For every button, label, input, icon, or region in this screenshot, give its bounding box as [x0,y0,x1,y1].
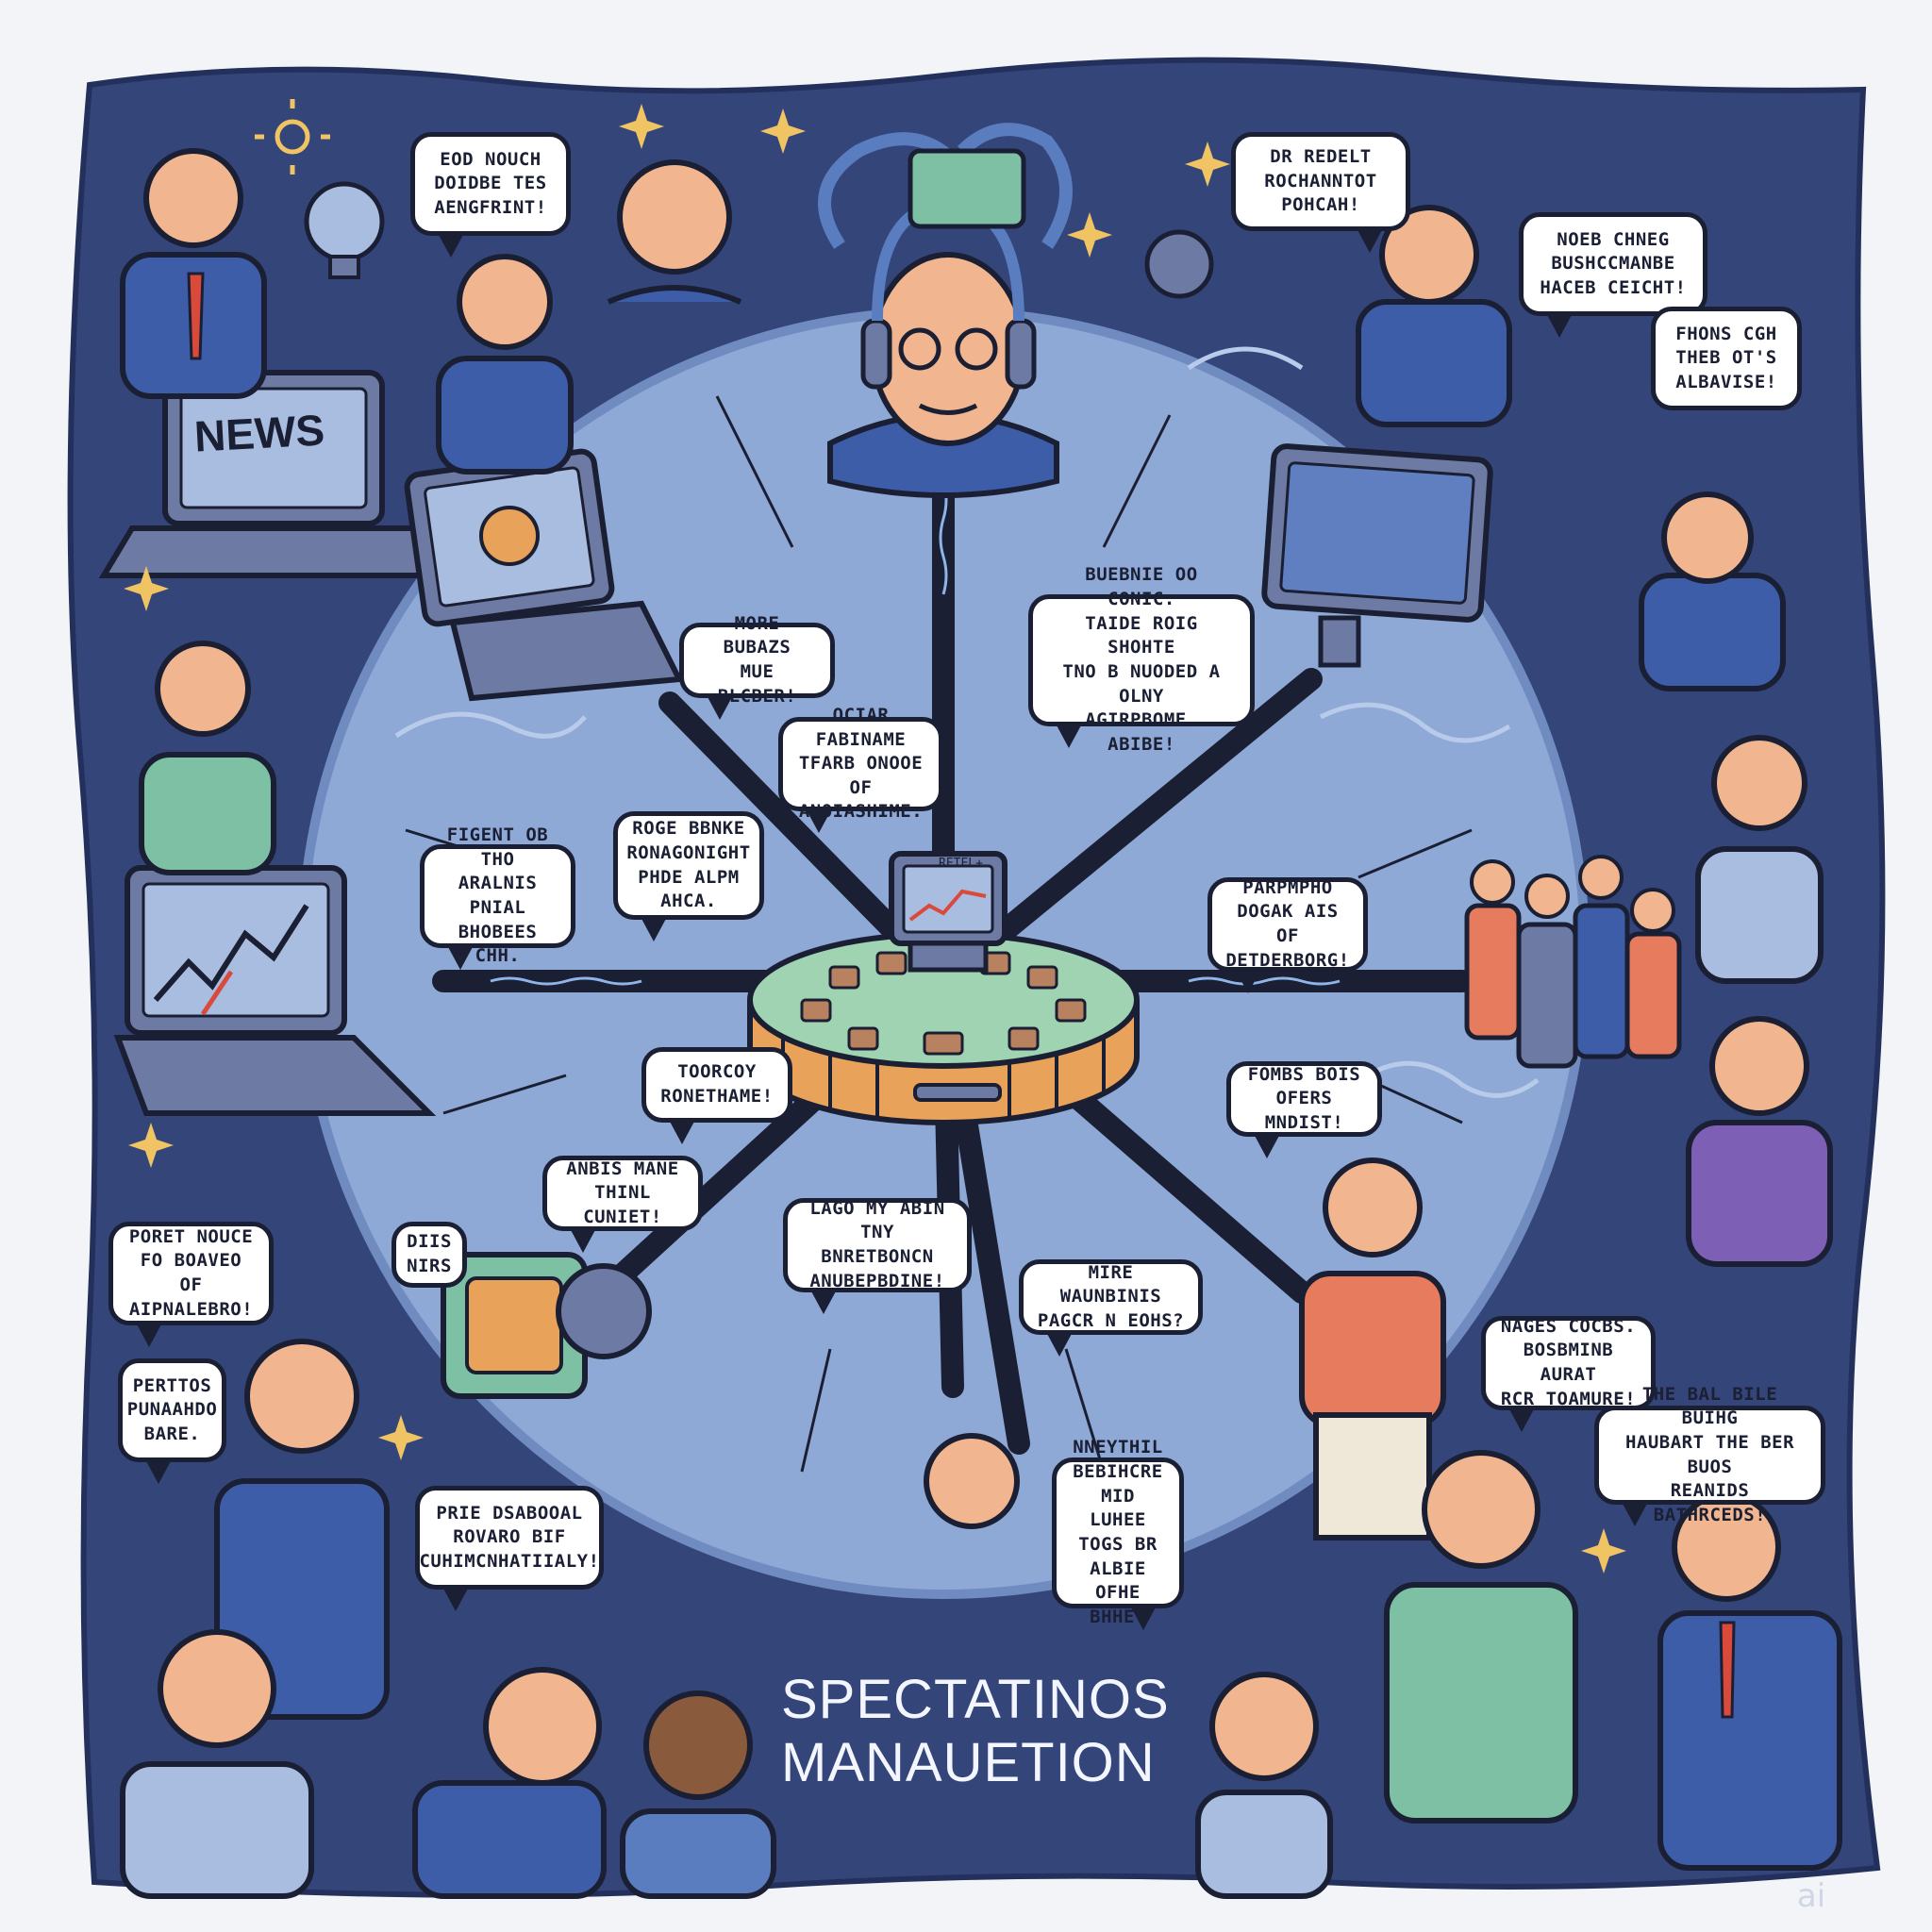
speech-bubble: TOORCOY RONETHAME! [641,1047,792,1144]
laptop-icon [98,370,449,578]
speech-bubble: DR REDELT ROCHANNTOT POHCAH! [1231,132,1410,253]
speech-bubble: FIGENT OB THO ARALNIS PNIAL BHOBEES CHH. [420,824,575,970]
cloud-doodle [1366,1060,1540,1098]
star-icon [124,104,1626,1574]
person-boy-bottom-left [120,1629,314,1899]
speech-bubble: ROGE BBNKE RONAGONIGHT PHDE ALPM AHCA. [613,811,764,941]
title-line-2: MANAUETION [781,1732,1156,1794]
speech-bubble: PARPMPHO DOGAK AIS OF DETDERBORG! [1208,877,1368,993]
speech-bubble: OCIAR FABINAME TFARB ONOOE OF ANOIASHIME… [778,705,943,833]
speech-bubble: ANBIS MANE THINL CUNIET! [542,1156,703,1253]
title: SPECTATINOS MANAUETION [781,1668,1196,1795]
cloud-doodle [394,711,587,739]
person-older-man [607,159,742,305]
person-anchor-top-left [120,148,267,399]
headset-operator [818,123,1214,498]
person-man-bottom-right [1657,1492,1842,1871]
person-woman-top-right [1356,205,1512,427]
person-man-right [1639,491,1786,691]
person-woman-right [1695,735,1824,984]
speech-bubble: DIIS NIRS [391,1222,467,1288]
sun-icon [255,99,330,175]
laptop-screen-news-label: NEWS [192,405,326,461]
cloud-doodle [1319,702,1511,743]
person-woman-green [1384,1450,1578,1824]
watermark-logo: ai [1796,1877,1826,1915]
person-man-bottom [412,1667,607,1899]
person-woman-bottom-right [1195,1672,1333,1899]
person-woman-center-bottom [924,1433,1020,1529]
speech-bubble: FHONS CGH THEB OT'S ALBAVISE! [1651,307,1802,410]
speech-bubble: BUEBNIE OO CONIC. TAIDE ROIG SHOHTE TNO … [1028,564,1255,755]
title-line-1: SPECTATINOS [781,1669,1170,1730]
speech-bubble: NAGES COCBS. BOSBMINB AURAT RCR TOAMURE! [1481,1316,1656,1432]
speech-bubble: NNEYTHIL BEBIHCRE MID LUHEE TOGS BR ALBI… [1052,1437,1184,1630]
crowd-group [1464,855,1682,1069]
lightbulb-icon [304,181,385,279]
speech-bubble: LAGO MY ABIN TNY BNRETBONCN ANUBEPBDINE! [783,1198,972,1314]
hub-device-icon [747,851,1140,1125]
cloud-doodle [1187,346,1304,371]
hub-screen-label: RETEL+ [939,857,983,871]
person-woman-center-right [1299,1158,1446,1541]
speech-bubble: MORE BUBAZS MUE BLCBER! [679,613,835,720]
person-woman-top [436,254,574,475]
person-woman-bottom [620,1690,776,1899]
speech-bubble: PERTTOS PUNAAHDO BARE. [118,1358,226,1484]
speech-bubble: THE BAL BILE BUIHG HAUBART THE BER BUOS … [1594,1384,1825,1526]
person-man-purple [1686,1016,1833,1267]
speech-bubble: NOEB CHNEG BUSHCCMANBE HACEB CEICHT! [1519,212,1707,338]
chart-icon [153,904,309,1002]
person-woman-left [139,641,276,875]
camera-icon [441,1252,652,1399]
speech-bubble: MIRE WAUNBINIS PAGCR N EOHS? [1019,1259,1203,1357]
speech-bubble: PRIE DSABOOAL ROVARO BIF CUHIMCNHATIIALY… [415,1486,604,1611]
speech-bubble: EOD NOUCH DOIDBE TES AENGFRINT! [410,132,571,258]
laptop-icon [113,865,437,1116]
monitor-icon [1261,443,1493,668]
speech-bubble: FOMBS BOIS OFERS MNDIST! [1226,1061,1382,1158]
speech-bubble: PORET NOUCE FO BOAVEO OF AIPNALEBRO! [108,1222,274,1347]
